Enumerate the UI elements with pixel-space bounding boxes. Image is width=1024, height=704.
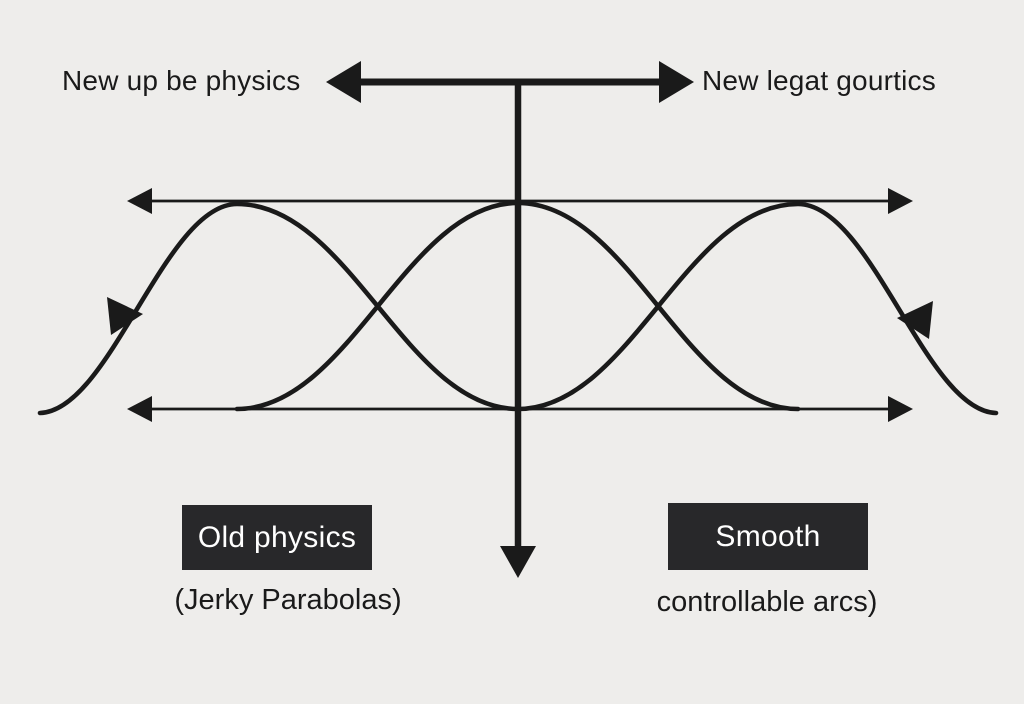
upper-rail-right-arrowhead-icon bbox=[888, 188, 913, 214]
top-double-arrow bbox=[326, 61, 694, 103]
old-physics-badge: Old physics bbox=[182, 505, 372, 570]
wave-curve-b bbox=[234, 200, 801, 412]
top-axis-left-label: New up be physics bbox=[62, 65, 301, 96]
right-arrowhead-icon bbox=[659, 61, 694, 103]
center-vertical-arrow bbox=[500, 82, 536, 578]
smooth-caption: controllable arcs) bbox=[656, 586, 878, 618]
left-arrowhead-icon bbox=[326, 61, 361, 103]
lower-rail-right-arrowhead-icon bbox=[888, 396, 913, 422]
left-wave-arrowhead-icon bbox=[107, 297, 143, 335]
right-wave-arrowhead-icon bbox=[897, 301, 933, 339]
old-physics-caption: (Jerky Parabolas) bbox=[174, 584, 402, 616]
down-arrowhead-icon bbox=[500, 546, 536, 578]
smooth-badge: Smooth bbox=[668, 503, 868, 570]
lower-rail-left-arrowhead-icon bbox=[127, 396, 152, 422]
upper-rail-left-arrowhead-icon bbox=[127, 188, 152, 214]
wave-curve-a bbox=[37, 201, 999, 416]
top-axis-right-label: New legat gourtics bbox=[702, 65, 936, 96]
